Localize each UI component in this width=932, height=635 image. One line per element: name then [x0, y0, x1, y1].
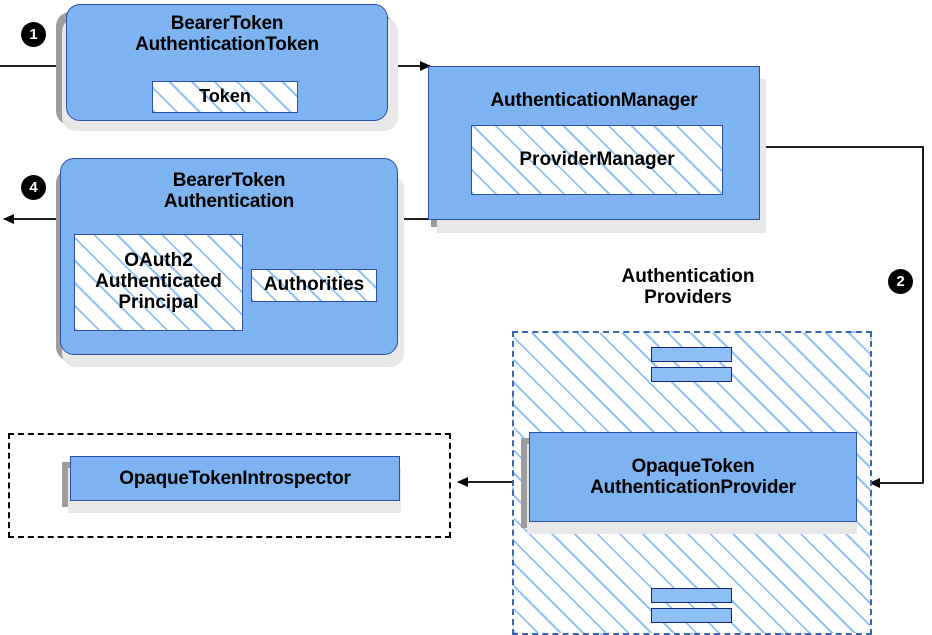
- opaque-token-introspector-title: OpaqueTokenIntrospector: [119, 467, 351, 489]
- step-marker-4: 4: [22, 176, 45, 199]
- bearer-token-authentication-token-title: BearerToken AuthenticationToken: [67, 13, 387, 56]
- opaque-token-authentication-provider-title-line1: OpaqueToken: [631, 455, 755, 477]
- child-provider-manager[interactable]: ProviderManager: [471, 125, 723, 195]
- oauth2-authenticated-principal-line1: OAuth2: [124, 250, 193, 272]
- step-marker-2: 2: [889, 270, 912, 293]
- node-authentication-manager[interactable]: AuthenticationManager ProviderManager: [428, 66, 760, 220]
- child-token[interactable]: Token: [152, 81, 298, 113]
- authentication-providers-label-line2: Providers: [644, 287, 732, 309]
- step-marker-1: 1: [22, 23, 45, 46]
- provider-stack-bar-bottom-2: [651, 608, 732, 623]
- bearer-token-authentication-title: BearerToken Authentication: [61, 170, 397, 213]
- node-bearer-token-authentication-token[interactable]: BearerToken AuthenticationToken Token: [66, 4, 388, 121]
- provider-stack-bar-top-2: [651, 367, 732, 382]
- oauth2-authenticated-principal-line3: Principal: [118, 291, 199, 313]
- bearer-token-authentication-token-title-line1: BearerToken: [170, 13, 284, 34]
- authentication-providers-label-line1: Authentication: [621, 266, 755, 287]
- node-opaque-token-introspector[interactable]: OpaqueTokenIntrospector: [70, 456, 400, 501]
- opaque-token-authentication-provider-title-line2: AuthenticationProvider: [590, 477, 796, 498]
- authentication-manager-title: AuthenticationManager: [490, 90, 698, 111]
- provider-stack-bar-top-1: [651, 347, 732, 362]
- authentication-providers-label: Authentication Providers: [580, 266, 796, 309]
- bearer-token-authentication-title-line2: Authentication: [163, 191, 295, 213]
- node-bearer-token-authentication[interactable]: BearerToken Authentication OAuth2 Authen…: [60, 158, 398, 355]
- child-oauth2-authenticated-principal[interactable]: OAuth2 Authenticated Principal: [74, 234, 243, 331]
- bearer-token-authentication-token-title-line2: AuthenticationToken: [135, 34, 319, 56]
- oauth2-authenticated-principal-line2: Authenticated: [95, 271, 222, 293]
- provider-stack-bar-bottom-1: [651, 588, 732, 603]
- bearer-token-authentication-title-line1: BearerToken: [172, 170, 286, 191]
- node-opaque-token-authentication-provider[interactable]: OpaqueToken AuthenticationProvider: [529, 432, 857, 522]
- child-authorities[interactable]: Authorities: [251, 269, 377, 302]
- opaque-token-authentication-provider-title: OpaqueToken AuthenticationProvider: [590, 456, 796, 499]
